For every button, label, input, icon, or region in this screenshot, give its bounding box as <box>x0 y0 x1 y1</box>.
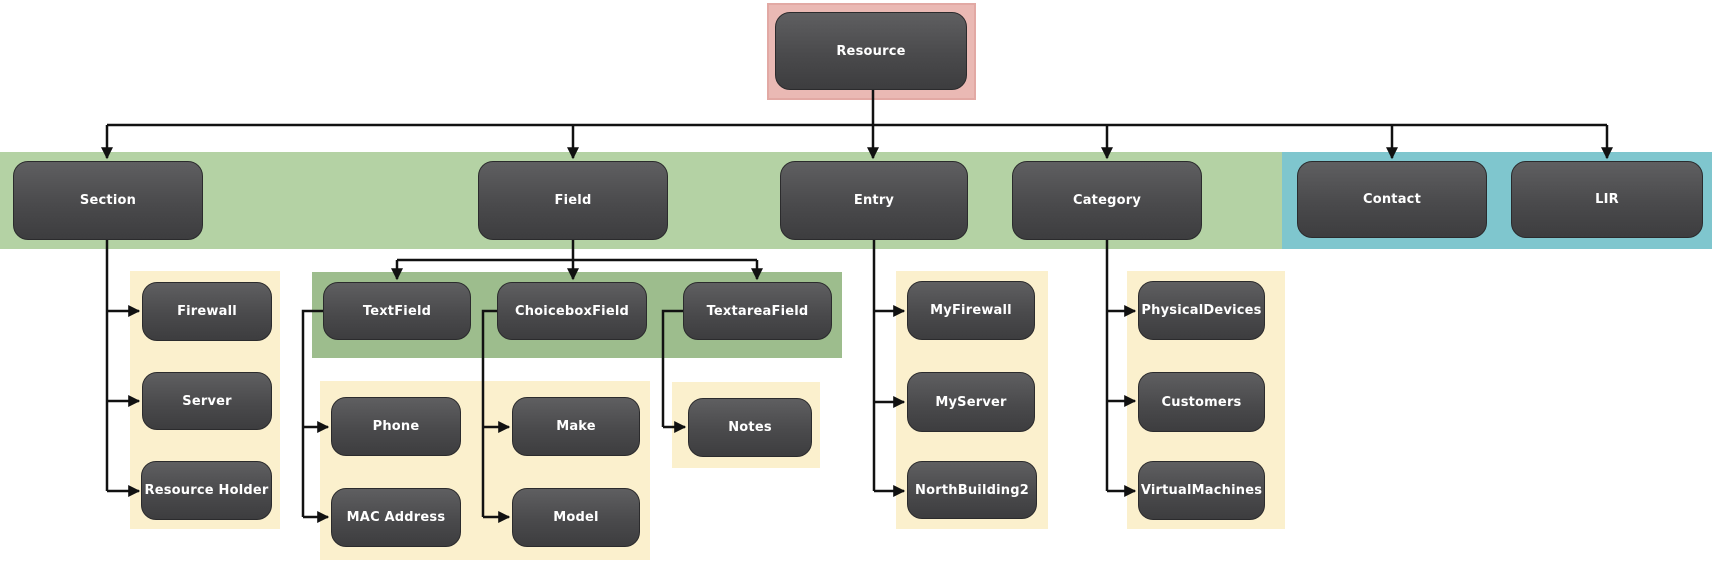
node-contact: Contact <box>1297 161 1487 238</box>
node-notes: Notes <box>688 398 812 457</box>
node-entry: Entry <box>780 161 968 240</box>
node-section: Section <box>13 161 203 240</box>
node-textareafield: TextareaField <box>683 282 832 340</box>
node-make: Make <box>512 397 640 456</box>
node-northbuilding2: NorthBuilding2 <box>907 461 1037 519</box>
node-virtualmachines: VirtualMachines <box>1138 461 1265 520</box>
node-choiceboxfield: ChoiceboxField <box>497 282 647 340</box>
node-category: Category <box>1012 161 1202 240</box>
node-resource: Resource <box>775 12 967 90</box>
node-mac-address: MAC Address <box>331 488 461 547</box>
node-resource-holder: Resource Holder <box>141 461 272 520</box>
node-model: Model <box>512 488 640 547</box>
node-field: Field <box>478 161 668 240</box>
node-server: Server <box>142 372 272 430</box>
node-myserver: MyServer <box>907 372 1035 432</box>
node-myfirewall: MyFirewall <box>907 281 1035 340</box>
node-textfield: TextField <box>323 282 471 340</box>
node-physicaldevices: PhysicalDevices <box>1138 281 1265 340</box>
node-firewall: Firewall <box>142 282 272 341</box>
node-phone: Phone <box>331 397 461 456</box>
node-lir: LIR <box>1511 161 1703 238</box>
node-customers: Customers <box>1138 372 1265 432</box>
